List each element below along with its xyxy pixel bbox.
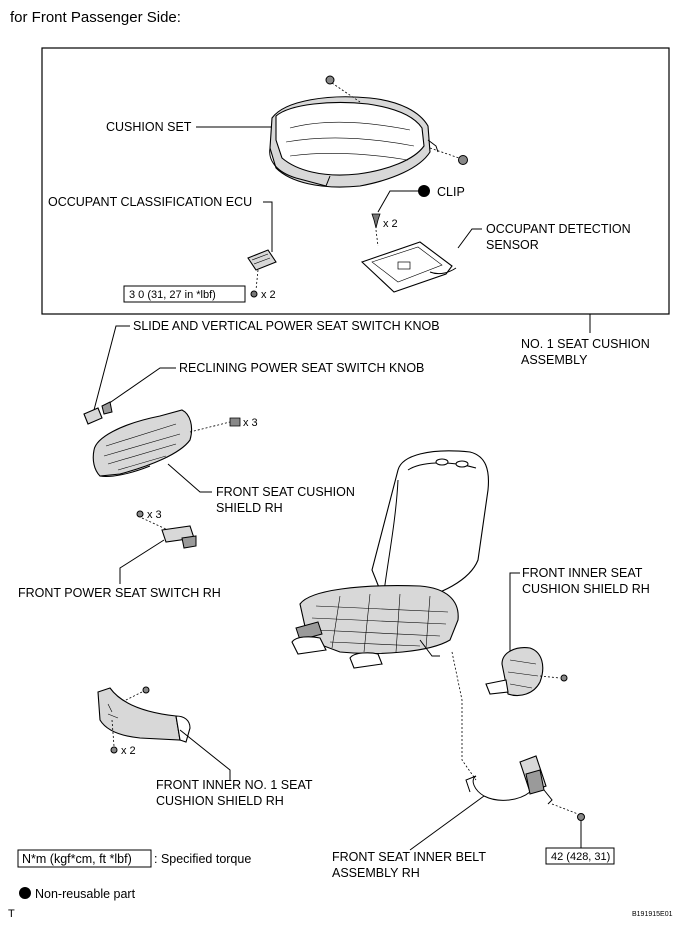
ecu-torque-label: 3 0 (31, 27 in *lbf) xyxy=(129,289,216,301)
shield-rh-label-1: FRONT SEAT CUSHION xyxy=(216,485,355,499)
clip-pin-icon xyxy=(371,213,381,229)
power-seat-switch-part xyxy=(161,525,197,549)
clip-label: CLIP xyxy=(437,185,465,199)
inner-shield-label-2: CUSHION SHIELD RH xyxy=(522,582,650,596)
inner-seat-cushion-shield-part xyxy=(485,647,544,697)
switch-screw-qty: x 3 xyxy=(147,509,162,521)
inner-no1-top-screw xyxy=(142,686,150,694)
inner-no1-label-1: FRONT INNER NO. 1 SEAT xyxy=(156,778,313,792)
inner-belt-label-1: FRONT SEAT INNER BELT xyxy=(332,850,486,864)
shield-screw-icon xyxy=(229,417,241,427)
cushion-top-clip xyxy=(325,75,335,85)
cushion-assembly-frame xyxy=(41,47,670,315)
shield-screw-qty: x 3 xyxy=(243,417,258,429)
inner-no1-screw-qty: x 2 xyxy=(121,745,136,757)
footer-code: B191915E01 xyxy=(632,911,673,918)
inner-no1-bottom-screw xyxy=(110,746,118,754)
switch-screw xyxy=(136,510,144,518)
legend-nonreusable-label: Non-reusable part xyxy=(35,887,136,901)
power-switch-label: FRONT POWER SEAT SWITCH RH xyxy=(18,586,221,600)
occupant-ecu-part xyxy=(247,249,277,271)
inner-shield-label-1: FRONT INNER SEAT xyxy=(522,566,643,580)
legend-torque-desc: : Specified torque xyxy=(154,852,251,866)
slide-knob-part xyxy=(83,407,103,425)
inner-belt-assembly-part xyxy=(465,755,553,805)
occupant-sensor-label-1: OCCUPANT DETECTION xyxy=(486,222,631,236)
legend-torque-box xyxy=(17,849,152,868)
footer-left-mark: T xyxy=(8,908,15,920)
inner-no1-label-2: CUSHION SHIELD RH xyxy=(156,794,284,808)
seat-cushion-label-1: NO. 1 SEAT CUSHION xyxy=(521,337,650,351)
front-seat-cushion-shield-part xyxy=(92,409,193,477)
inner-belt-label-2: ASSEMBLY RH xyxy=(332,866,420,880)
clip-qty: x 2 xyxy=(383,218,398,230)
reclining-knob-label: RECLINING POWER SEAT SWITCH KNOB xyxy=(179,361,424,375)
shield-rh-label-2: SHIELD RH xyxy=(216,501,283,515)
belt-torque-label: 42 (428, 31) xyxy=(551,851,610,863)
seat-frame-part xyxy=(291,450,490,669)
occupant-ecu-label: OCCUPANT CLASSIFICATION ECU xyxy=(48,195,252,209)
inner-no1-shield-part xyxy=(97,687,191,743)
occupant-sensor-label-2: SENSOR xyxy=(486,238,539,252)
cushion-set-label: CUSHION SET xyxy=(106,120,192,134)
legend-torque-unit: N*m (kgf*cm, ft *lbf) xyxy=(22,852,132,866)
slide-knob-label: SLIDE AND VERTICAL POWER SEAT SWITCH KNO… xyxy=(133,319,440,333)
ecu-bolt-qty: x 2 xyxy=(261,289,276,301)
cushion-set-part xyxy=(269,96,439,188)
reclining-knob-part xyxy=(101,401,113,415)
belt-bolt xyxy=(577,813,585,821)
belt-torque-box xyxy=(545,847,615,865)
occupant-detection-sensor-part xyxy=(360,241,457,293)
ecu-torque-box xyxy=(123,285,246,303)
clip-nonreusable-dot xyxy=(418,185,430,197)
legend-nonreusable-dot xyxy=(19,887,31,899)
page-heading: for Front Passenger Side: xyxy=(10,9,181,26)
inner-shield-bolt xyxy=(560,674,568,682)
ecu-bolt xyxy=(250,290,258,298)
seat-cushion-label-2: ASSEMBLY xyxy=(521,353,588,367)
cushion-side-clip xyxy=(458,155,468,165)
